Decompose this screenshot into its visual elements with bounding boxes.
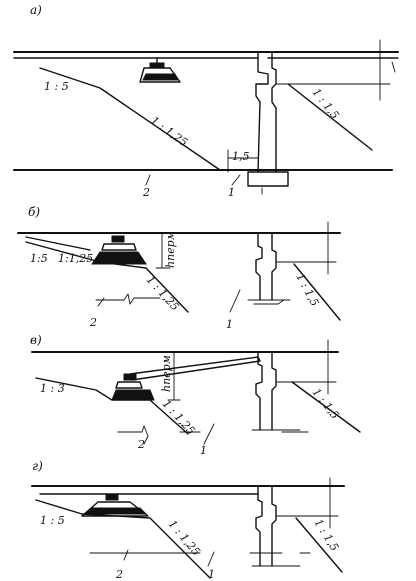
abutment-a <box>247 51 391 187</box>
callout-label: 2 <box>115 568 123 581</box>
deck-end-tick <box>391 61 396 73</box>
abutment-c <box>251 351 337 431</box>
crane-c <box>111 373 155 401</box>
panel-a: а) 1 : 5 1 : 1,25 1 : 1,5 <box>13 3 399 199</box>
left-slope-d <box>35 499 211 579</box>
abutment-d <box>251 485 339 567</box>
right-slope-c <box>291 381 361 433</box>
slope-label: 1 : 3 <box>40 382 65 395</box>
callout-label: 2 <box>89 316 97 329</box>
left-slope-b <box>25 241 189 313</box>
abutment-b <box>247 232 337 301</box>
crane-a <box>139 57 181 83</box>
slope-label: 1 : 5 <box>44 80 69 93</box>
callout-label: 2 <box>137 438 145 451</box>
slope-label: 1 : 5 <box>40 514 65 527</box>
panel-c: в) 1 : 3 1 : 1,25 hперм 1 : 1,5 <box>30 333 361 457</box>
slope-label: 1 : 1,25 <box>144 273 182 313</box>
panel-d: г) 1 : 5 1 : 1,25 1 : 1,5 2 1 <box>31 459 345 581</box>
panel-a-label: а) <box>30 3 42 17</box>
callout-label: 1 <box>200 444 207 457</box>
ground-mark <box>95 293 161 305</box>
slope-label: 1 : 1,5 <box>293 271 321 308</box>
crane-b <box>91 235 147 265</box>
callout-label: 1 <box>208 568 215 581</box>
right-slope-a <box>287 83 373 151</box>
left-slope-a <box>39 67 221 171</box>
crane-d <box>81 493 149 517</box>
panel-b: б) 1:5 1:1,25 1 : 1,25 hперм 1 : 1,5 <box>17 205 341 331</box>
callout-label: 2 <box>142 186 150 199</box>
ground-mark <box>117 425 149 437</box>
height-label: hперм <box>160 355 173 392</box>
slope-label: 1 : 1,25 <box>160 397 198 437</box>
panel-d-label: г) <box>32 459 43 473</box>
slope-label: 1 : 1,5 <box>310 386 342 422</box>
callout-label: 1 <box>228 186 235 199</box>
left-slope-c <box>35 377 189 435</box>
height-label: hперм <box>164 231 177 268</box>
slope-label: 1 : 1,5 <box>311 517 341 554</box>
right-slope-b <box>293 263 341 321</box>
panel-c-label: в) <box>30 333 42 347</box>
dimension-label: 1,5 <box>232 150 250 163</box>
right-slope-d <box>295 517 343 573</box>
beam <box>129 356 261 381</box>
slope-label: 1 : 1,25 <box>148 114 190 149</box>
panel-b-label: б) <box>28 205 40 219</box>
slope-label: 1:1,25 <box>58 252 93 265</box>
slope-label: 1:5 <box>30 252 48 265</box>
slope-label: 1 : 1,5 <box>310 86 342 122</box>
callout-label: 1 <box>226 318 233 331</box>
